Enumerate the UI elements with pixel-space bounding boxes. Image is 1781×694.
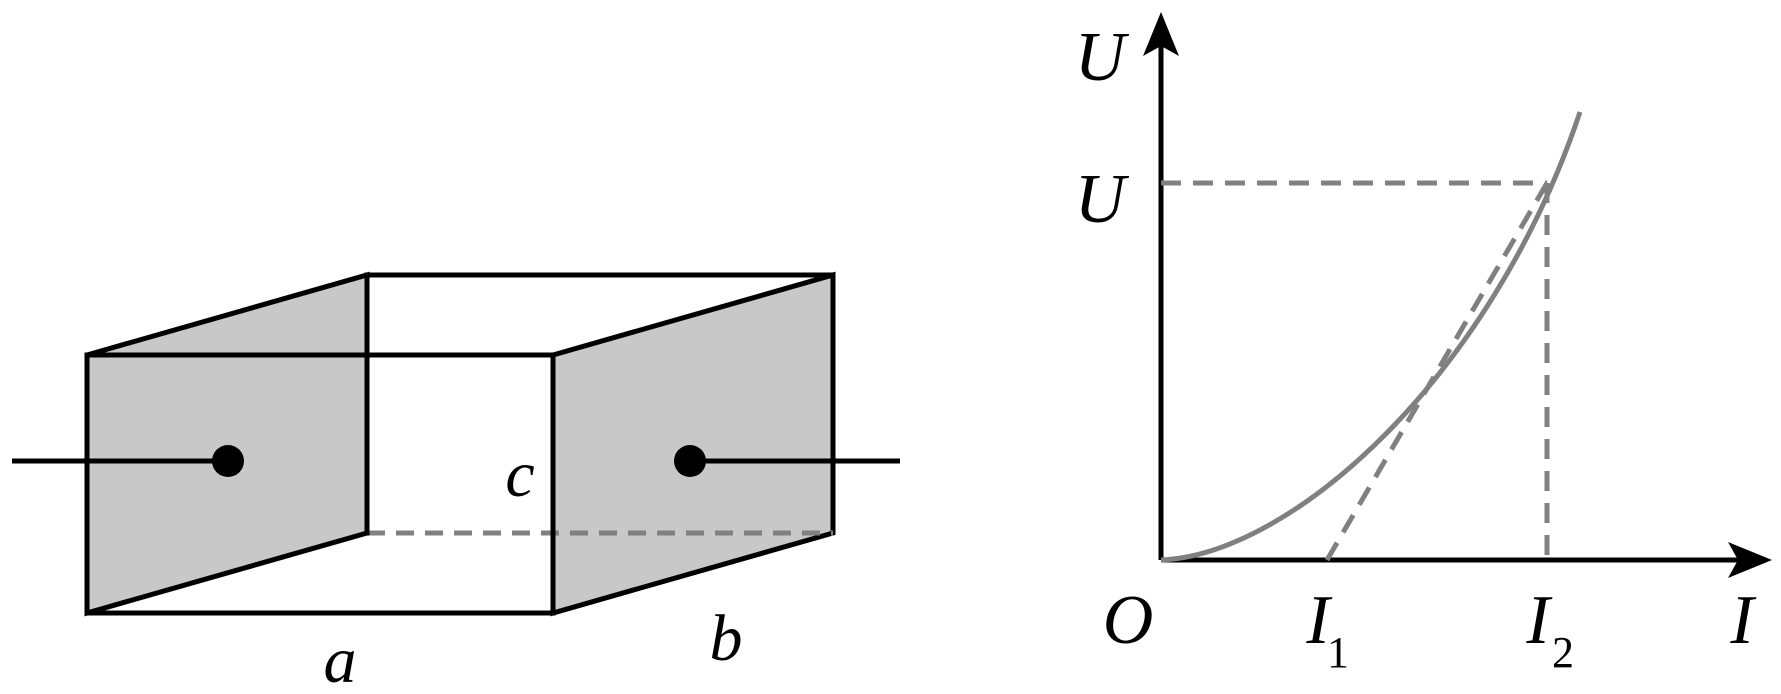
i2-label: I 2 xyxy=(1525,582,1574,677)
i2-label-subscript: 2 xyxy=(1552,628,1574,677)
u-i-graph: U U O I 1 I 2 I xyxy=(1075,12,1772,677)
left-electrode-face xyxy=(84,271,370,617)
dimension-label-c: c xyxy=(505,438,534,511)
dimension-label-a: a xyxy=(324,624,357,694)
left-terminal-dot xyxy=(212,445,244,477)
tangent-line xyxy=(1324,181,1550,562)
conductor-block: a b c xyxy=(12,271,900,694)
i1-label-main: I xyxy=(1305,582,1333,659)
i2-label-main: I xyxy=(1525,582,1553,659)
dimension-label-b: b xyxy=(710,602,743,675)
x-axis-label-I: I xyxy=(1729,582,1757,659)
origin-label: O xyxy=(1103,582,1154,659)
i1-label: I 1 xyxy=(1305,582,1349,677)
u-value-label: U xyxy=(1075,161,1130,238)
x-axis-arrow xyxy=(1728,542,1772,578)
right-terminal-dot xyxy=(674,445,706,477)
y-axis-arrow xyxy=(1143,12,1179,56)
u-i-curve xyxy=(1160,111,1583,563)
i1-label-subscript: 1 xyxy=(1327,628,1349,677)
y-axis-label-U: U xyxy=(1075,19,1130,96)
right-electrode-face xyxy=(550,271,836,617)
